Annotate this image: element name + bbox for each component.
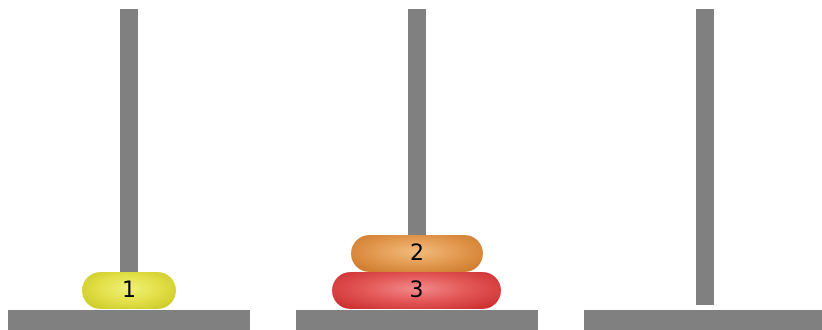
disk-2-label: 2 [410,241,424,266]
tower-1-base [8,310,250,330]
disk-1[interactable]: 1 [82,272,176,309]
tower-2-peg[interactable] [408,9,426,305]
tower-1-peg[interactable] [120,9,138,305]
disk-3-label: 3 [409,278,424,303]
disk-2[interactable]: 2 [351,235,483,272]
disk-3[interactable]: 3 [332,272,501,309]
tower-3-base [584,310,822,330]
disk-1-label: 1 [122,278,136,303]
tower-2-base [296,310,538,330]
tower-3-peg[interactable] [696,9,714,305]
